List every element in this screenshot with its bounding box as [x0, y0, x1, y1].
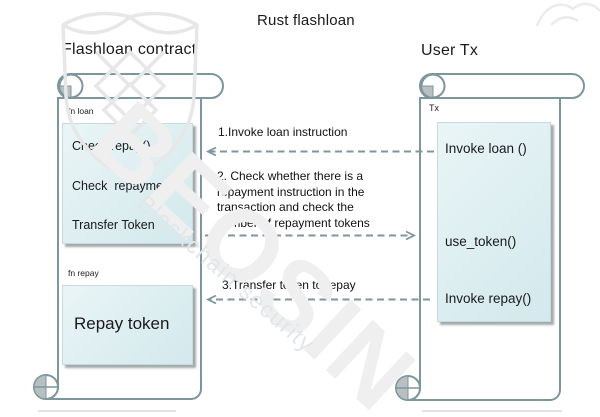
message-3-label: 3.Transfer token to repay	[222, 278, 356, 292]
page-title: Rust flashloan	[257, 12, 355, 29]
step-check-repayment: Check repayment	[72, 179, 174, 193]
message-2-label: 2. Check whether there is a repayment in…	[217, 169, 370, 230]
message-1-label: 1.Invoke loan instruction	[218, 125, 348, 139]
step-transfer-token: Transfer Token	[72, 218, 155, 232]
step-repay-token: Repay token	[74, 314, 170, 333]
fn-repay-label: fn repay	[68, 268, 99, 278]
user-tx-box: Invoke loan () use_token() Invoke repay(…	[437, 122, 551, 322]
message-arrows	[205, 146, 434, 305]
tx-label: Tx	[429, 103, 439, 113]
fn-loan-label: fn loan	[68, 106, 94, 116]
step-check-repay: Check repay()	[72, 139, 151, 153]
step-invoke-repay: Invoke repay()	[445, 291, 532, 306]
repay-function-box: Repay token	[62, 285, 193, 365]
right-scroll-heading: User Tx	[421, 42, 479, 59]
left-scroll-heading: Flashloan contract	[62, 41, 197, 58]
loan-function-box: Check repay() Check repayment Transfer T…	[62, 123, 193, 244]
step-use-token: use_token()	[445, 234, 517, 249]
step-invoke-loan: Invoke loan ()	[445, 141, 527, 156]
